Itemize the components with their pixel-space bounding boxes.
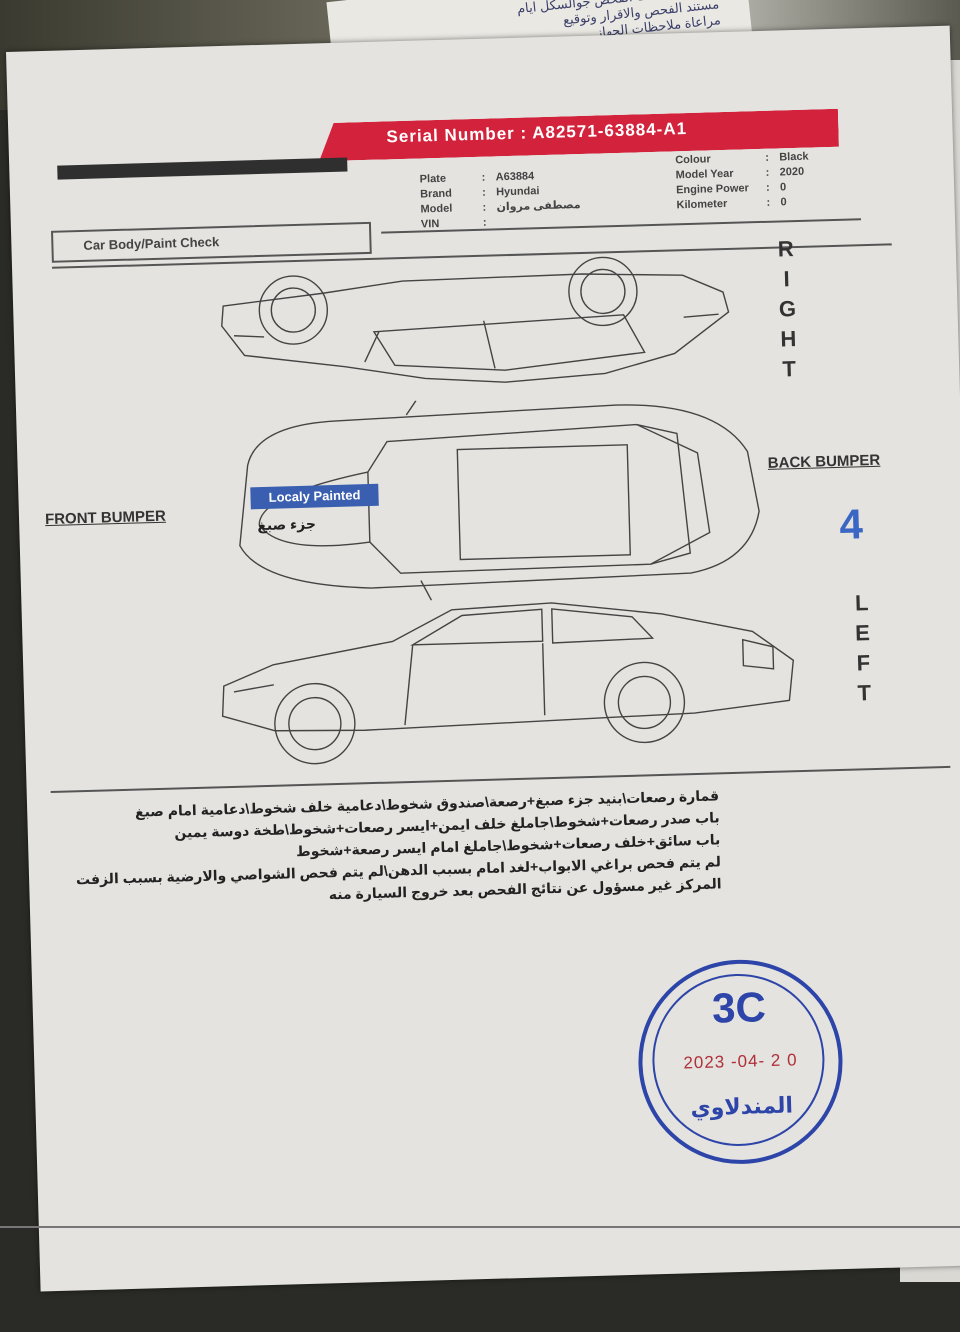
car-top-view: [239, 400, 760, 601]
stamp-code: 3C: [711, 983, 767, 1032]
notes-rule: [50, 765, 951, 794]
localy-painted-tag: Localy Painted: [250, 483, 379, 510]
inspection-stamp: 3C 2023 -04- 2 0 المندلاوي: [635, 957, 846, 1167]
serial-value: A82571-63884-A1: [531, 119, 688, 143]
serial-label: Serial Number :: [386, 123, 528, 147]
front-bumper-label: FRONT BUMPER: [44, 507, 167, 529]
car-right-view: [221, 256, 730, 383]
stamp-name: المندلاوي: [690, 1092, 794, 1121]
back-bumper-label: BACK BUMPER: [767, 451, 881, 472]
car-left-view: [221, 602, 795, 765]
inspection-notes: قمارة رصعات\بنيد جزء صبغ+رصعة\صندوق شخوط…: [69, 784, 722, 912]
vehicle-info-left: Plate:A63884 Brand:Hyundai Model:مصطفى م…: [420, 168, 582, 232]
left-side-label: LEFT: [854, 590, 872, 706]
bottom-edge: [0, 1226, 960, 1228]
section-title-box: Car Body/Paint Check: [51, 221, 372, 263]
section-title: Car Body/Paint Check: [83, 234, 220, 253]
inspection-sheet: Serial Number : A82571-63884-A1 Plate:A6…: [6, 25, 960, 1292]
header-dark-bar: [57, 157, 348, 180]
vehicle-info-right: Colour:Black Model Year:2020 Engine Powe…: [675, 150, 810, 214]
painted-part-label: جزء صبغ: [257, 515, 317, 534]
right-side-label: RIGHT: [777, 236, 797, 382]
info-row-km: Kilometer:0: [676, 196, 787, 212]
grade-number: 4: [838, 500, 864, 548]
inspection-page: Serial Number : A82571-63884-A1 Plate:A6…: [17, 66, 960, 1331]
